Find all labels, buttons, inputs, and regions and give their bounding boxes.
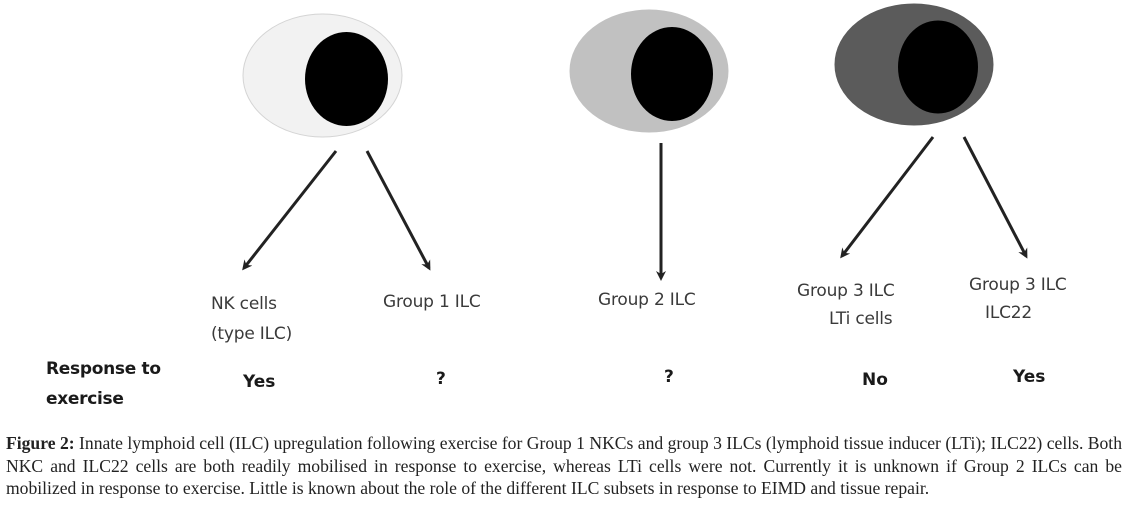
subset-label-group3-ilc22: Group 3 ILC ILC22: [969, 271, 1067, 327]
subset-label-group2-ilc: Group 2 ILC: [598, 286, 696, 314]
response-nk-cells: Yes: [243, 372, 276, 392]
response-group2-ilc: ?: [664, 367, 674, 387]
row-header-response-to-exercise: Response to exercise: [46, 354, 161, 414]
arrow-to-lti-cells: [840, 136, 935, 259]
subset-name-line1: Group 3 ILC: [969, 275, 1067, 295]
response-group3-lti: No: [862, 370, 888, 390]
arrow-to-ilc22: [962, 136, 1028, 259]
subset-name-line1: NK cells: [211, 294, 277, 314]
cell-group2: [569, 9, 729, 133]
subset-name-line1: Group 2 ILC: [598, 290, 696, 310]
arrow-to-group1-ilc: [365, 150, 431, 271]
figure-caption-text: Innate lymphoid cell (ILC) upregulation …: [6, 433, 1122, 498]
figure-caption: Figure 2: Innate lymphoid cell (ILC) upr…: [6, 432, 1122, 500]
subset-label-group1-ilc: Group 1 ILC: [383, 288, 481, 316]
subset-name-line1: Group 1 ILC: [383, 292, 481, 312]
subset-name-line2: LTi cells: [829, 309, 893, 329]
subset-name-line2: ILC22: [985, 303, 1032, 323]
arrow-to-nk-cells: [242, 150, 338, 271]
response-group1-ilc: ?: [436, 369, 446, 389]
subset-name-line1: Group 3 ILC: [797, 281, 895, 301]
subset-label-group3-lti: Group 3 ILC LTi cells: [797, 277, 895, 333]
row-header-line2: exercise: [46, 389, 124, 409]
subset-name-line2: (type ILC): [211, 324, 292, 344]
figure-label: Figure 2:: [6, 433, 75, 453]
cell-group1-nucleus: [305, 32, 388, 126]
cell-group3: [834, 3, 994, 126]
row-header-line1: Response to: [46, 359, 161, 379]
response-group3-ilc22: Yes: [1013, 367, 1046, 387]
cell-group3-nucleus: [898, 20, 978, 114]
ilc-diagram: [242, 3, 1028, 281]
subset-label-nk-cells: NK cells (type ILC): [211, 290, 292, 348]
cell-group1: [242, 13, 403, 138]
cell-group2-nucleus: [631, 27, 713, 121]
